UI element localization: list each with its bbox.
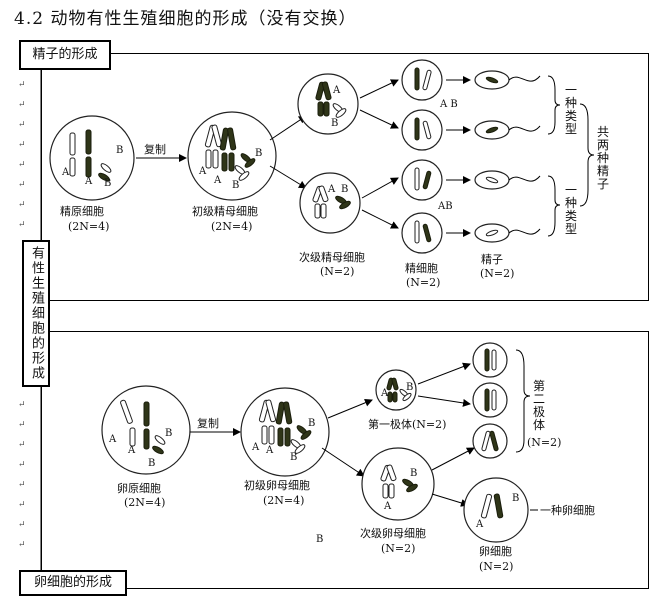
polar-body-2: 第二极体 [532,379,545,432]
egg-cell3-name: 次级卵母细胞 [360,527,426,540]
oogonium-cell [101,385,191,475]
egg-cell1-n: (2N=4) [124,496,166,509]
allele-a-1: A [62,167,70,178]
allele-b-10: B [290,452,298,463]
sperm-cell3-name: 次级精母细胞 [299,251,365,264]
allele-a-11: A [381,388,389,399]
egg-box-title: 卵细胞的形成 [33,575,112,590]
stray-b: B [316,534,324,545]
egg-cell [463,477,529,543]
spermatid-1 [401,59,443,101]
allele-a-8: A [128,445,136,456]
second-polar-body-1 [472,342,508,378]
allele-b-4: B [232,180,240,191]
secondary-spermatocyte-top [297,73,359,135]
sperm-title-box: 精子的形成 [19,40,111,70]
secondary-spermatocyte-bottom [299,172,361,234]
allele-a-4: A [214,175,222,186]
allele-a-2: A [85,176,93,187]
egg-cell2-n: (2N=4) [263,494,305,507]
brace-type-1 [547,75,561,135]
allele-b-9: B [308,418,316,429]
sperm-arrow-label: 复制 [144,143,166,156]
sperm-cell1-n: (2N=4) [68,220,110,233]
egg-title-box: 卵细胞的形成 [19,570,127,596]
first-polar-body-cell [375,369,417,411]
allele-b-2: B [104,178,112,189]
sperm-cell5-n: (N=2) [480,267,515,280]
allele-a-9: A [252,442,260,453]
sperm-cell4-name: 精细胞 [405,262,438,275]
allele-a-6: A [328,184,336,195]
second-polar-body-3 [472,423,508,459]
spermatogonium-cell [49,115,135,201]
second-polar-body-2 [472,382,508,418]
sperm-cell3-n: (N=2) [320,265,355,278]
polar-body-1: 第一极体(N=2) [368,418,447,431]
egg-cell4-name: 卵细胞 [479,545,512,558]
polar-body-2-n: (N=2) [527,436,562,449]
allele-b-13: B [512,493,520,504]
spermatid-3 [401,159,443,201]
spermatid-2 [401,109,443,151]
sperm-4 [474,223,541,243]
egg-cell4-n: (N=2) [479,560,514,573]
egg-cell3-n: (N=2) [381,542,416,555]
sperm-3 [474,170,541,190]
egg-arrow-label: 复制 [197,417,219,430]
type-label-1: 一种类型 [564,83,577,136]
allele-a-3: A [199,166,207,177]
primary-oocyte-cell [240,387,330,477]
sperm-cell1-name: 精原细胞 [60,205,104,218]
secondary-oocyte-cell [361,447,435,521]
total-sperm-label: 共两种精子 [596,125,609,191]
page-title: 4.2 动物有性生殖细胞的形成（没有交换） [14,9,357,29]
brace-type-2 [547,175,561,237]
sperm-cell4-n: (N=2) [406,276,441,289]
sperm-2 [474,120,541,140]
brace-polar [515,349,531,453]
egg-cell1-name: 卵原细胞 [117,482,161,495]
sperm-1 [474,70,541,90]
allele-b-8: B [148,458,156,469]
section-label: 有性生殖细胞的形成 [29,246,44,381]
sperm-cell2-n: (2N=4) [211,220,253,233]
spermatid-4 [401,212,443,254]
sperm-box-title: 精子的形成 [32,47,98,62]
one-egg-label: 一种卵细胞 [540,504,595,517]
allele-b-12: B [410,468,418,479]
allele-b-3: B [255,148,263,159]
section-label-box: 有性生殖细胞的形成 [22,240,50,387]
primary-spermatocyte-cell [187,111,277,201]
allele-a-12: A [384,501,392,512]
allele-a-5: A [333,85,341,96]
allele-a-13: A [476,519,484,530]
egg-cell2-name: 初级卵母细胞 [244,479,310,492]
allele-b-1: B [116,145,124,156]
sperm-cell5-name: 精子 [481,253,503,266]
allele-b-6: B [341,184,349,195]
allele-a-10: A [266,445,274,456]
gamete-ab-2: AB [438,201,453,212]
allele-a-7: A [109,434,117,445]
gamete-ab-1: A B [440,99,458,110]
allele-b-5: B [331,118,339,129]
allele-b-7: B [165,428,173,439]
brace-total [579,103,595,207]
allele-b-11: B [406,382,414,393]
sperm-cell2-name: 初级精母细胞 [192,205,258,218]
type-label-2: 一种类型 [564,183,577,236]
